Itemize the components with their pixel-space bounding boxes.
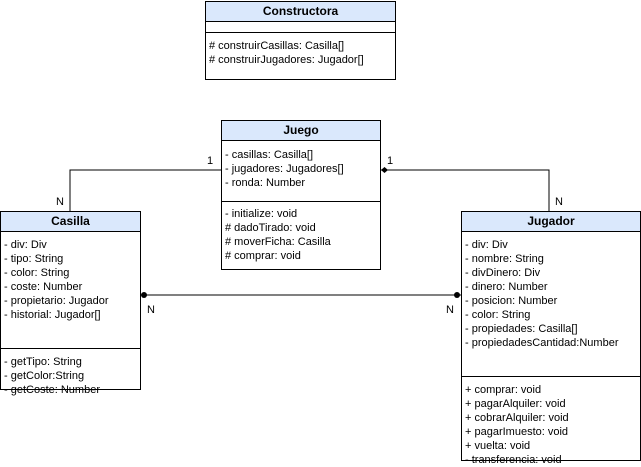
class-casilla[interactable]: Casilla - div: Div - tipo: String - colo…: [0, 211, 141, 396]
attribute-row: - propiedadesCantidad:Number: [465, 337, 619, 349]
method-row: + comprar: void: [465, 384, 542, 396]
method-row: + pagarImuesto: void: [465, 426, 569, 438]
method-row: - getTipo: String: [4, 356, 82, 368]
attributes-section: - div: Div - tipo: String - color: Strin…: [1, 232, 140, 348]
juego-jugador-association: [381, 169, 550, 211]
attribute-row: - posicion: Number: [465, 295, 558, 307]
attributes-section: - div: Div - nombre: String - divDinero:…: [462, 232, 640, 376]
juego-jugador-diamond: [381, 167, 388, 173]
attribute-row: - propietario: Jugador: [4, 295, 109, 307]
class-name: Casilla: [1, 212, 140, 232]
multiplicity-casilla-jugador-jugador: N: [446, 304, 454, 316]
method-row: + vuelta: void: [465, 440, 531, 452]
attribute-row: - divDinero: Div: [465, 267, 541, 279]
juego-casilla-association: [69, 169, 221, 211]
jugador-end-dot: [454, 292, 460, 298]
class-jugador[interactable]: Jugador - div: Div - nombre: String - di…: [461, 211, 641, 466]
method-row: - getColor:String: [4, 370, 85, 382]
method-row: + pagarAlquiler: void: [465, 398, 566, 410]
attribute-row: - ronda: Number: [225, 177, 306, 189]
attribute-row: - jugadores: Jugadores[]: [225, 163, 344, 175]
multiplicity-juego-jugador-jugador: N: [555, 196, 563, 208]
attributes-section: - casillas: Casilla[] - jugadores: Jugad…: [222, 141, 380, 201]
attribute-row: - div: Div: [465, 239, 508, 251]
method-row: # construirCasillas: Casilla[]: [209, 40, 345, 52]
method-row: # construirJugadores: Jugador[]: [209, 54, 364, 66]
method-row: # comprar: void: [225, 250, 301, 262]
multiplicity-juego-jugador-juego: 1: [387, 155, 394, 167]
attribute-row: - div: Div: [4, 239, 47, 251]
attribute-row: - propiedades: Casilla[]: [465, 323, 578, 335]
method-row: # dadoTirado: void: [225, 222, 316, 234]
attribute-row: - dinero: Number: [465, 281, 548, 293]
multiplicity-juego-casilla-juego: 1: [207, 155, 214, 167]
methods-section: - initialize: void # dadoTirado: void # …: [222, 201, 380, 263]
attribute-row: - nombre: String: [465, 253, 544, 265]
attribute-row: - coste: Number: [4, 281, 83, 293]
class-juego[interactable]: Juego - casillas: Casilla[] - jugadores:…: [221, 120, 381, 270]
class-name: Constructora: [206, 2, 395, 22]
method-row: + cobrarAlquiler: void: [465, 412, 569, 424]
attribute-row: - tipo: String: [4, 253, 64, 265]
method-row: - getCoste: Number: [4, 384, 100, 396]
attribute-row: - historial: Jugador[]: [4, 309, 101, 321]
attributes-section: [206, 22, 395, 32]
class-name: Juego: [222, 121, 380, 141]
method-row: - transferencia: void: [465, 454, 562, 466]
class-constructora[interactable]: Constructora # construirCasillas: Casill…: [205, 1, 396, 80]
attribute-row: - casillas: Casilla[]: [225, 149, 314, 161]
method-row: # moverFicha: Casilla: [225, 236, 331, 248]
methods-section: # construirCasillas: Casilla[] # constru…: [206, 32, 395, 67]
methods-section: - getTipo: String - getColor:String - ge…: [1, 348, 140, 397]
methods-section: + comprar: void + pagarAlquiler: void + …: [462, 376, 640, 467]
attribute-row: - color: String: [4, 267, 70, 279]
attribute-row: - color: String: [465, 309, 531, 321]
method-row: - initialize: void: [225, 208, 298, 220]
multiplicity-juego-casilla-casilla: N: [56, 196, 64, 208]
class-name: Jugador: [462, 212, 640, 232]
casilla-end-dot: [141, 292, 147, 298]
multiplicity-casilla-jugador-casilla: N: [147, 304, 155, 316]
